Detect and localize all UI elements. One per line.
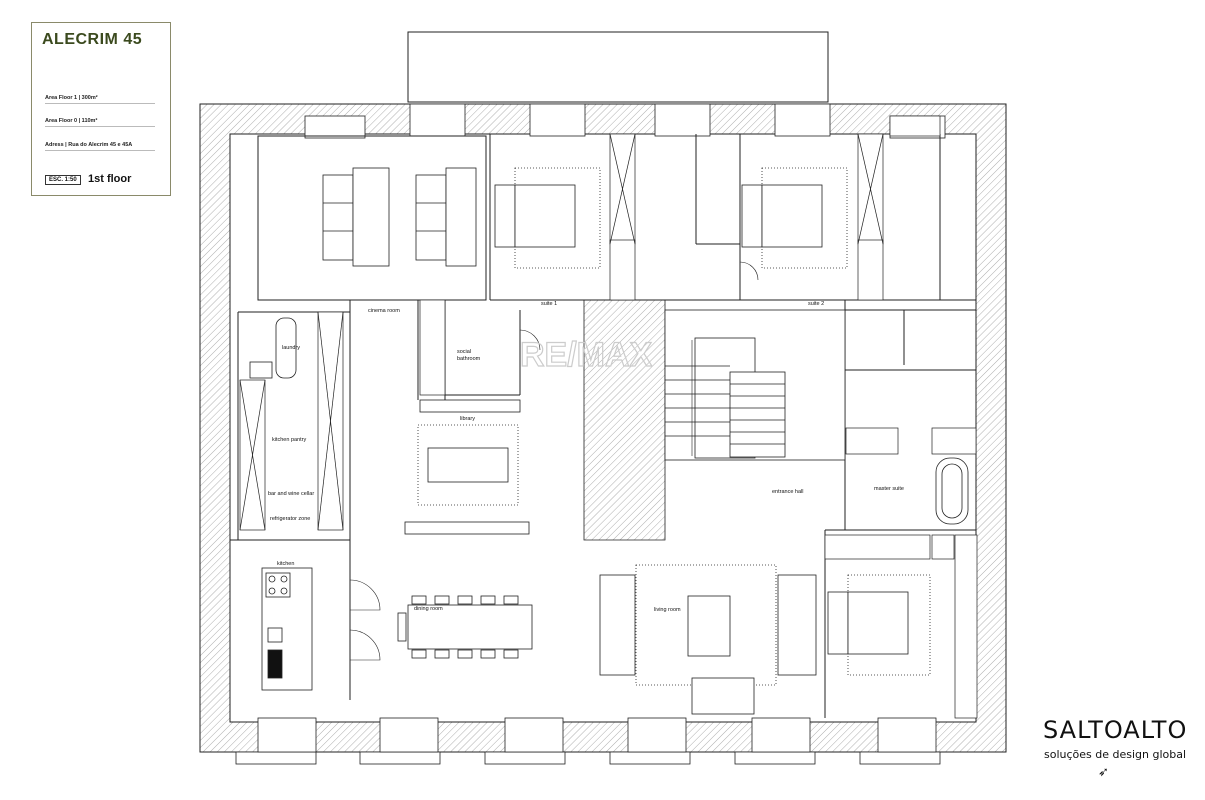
label-laundry: laundry — [282, 345, 300, 351]
library-furniture — [404, 399, 530, 535]
windows-bottom — [235, 751, 941, 765]
exterior-wall — [199, 103, 1007, 753]
floor-label: 1st floor — [88, 173, 132, 185]
watermark: RE/MAX — [520, 336, 653, 374]
label-cinema-room: cinema room — [368, 308, 400, 314]
label-bathroom: bathroom — [457, 356, 481, 362]
label-library: library — [460, 416, 475, 422]
label-entrance-hall: entrance hall — [772, 489, 804, 495]
scale-label: ESC. 1:50 — [45, 175, 81, 185]
window-niches-bottom — [257, 717, 937, 753]
laundry-fixtures — [249, 317, 297, 379]
stair-core — [583, 299, 846, 541]
living-room-furniture — [599, 564, 817, 715]
area-floor-1: Area Floor 1 | 300m² — [45, 95, 155, 104]
label-master-suite: master suite — [874, 486, 904, 492]
label-suite-1: suite 1 — [541, 301, 557, 307]
area-floor-0: Area Floor 0 | 110m² — [45, 118, 155, 127]
cabinets — [239, 115, 978, 719]
label-refrigerator-zone: refrigerator zone — [270, 516, 310, 522]
address: Adress | Rua do Alecrim 45 e 45A — [45, 142, 155, 151]
cinema-sofas — [322, 167, 477, 267]
top-annex — [407, 31, 829, 103]
brand-tagline: soluções de design global — [1044, 748, 1187, 761]
title-block: ALECRIM 45 Area Floor 1 | 300m² Area Flo… — [31, 22, 171, 196]
kitchen-island — [261, 567, 313, 691]
label-kitchen-pantry: kitchen pantry — [272, 437, 306, 443]
label-kitchen: kitchen — [277, 561, 294, 567]
label-suite-2: suite 2 — [808, 301, 824, 307]
fox-icon: ➶ — [1098, 764, 1109, 779]
dining-table — [397, 595, 533, 659]
label-dining-room: dining room — [414, 606, 443, 612]
project-name: ALECRIM 45 — [42, 31, 143, 48]
door-swings — [349, 261, 759, 661]
suite-beds — [494, 167, 931, 676]
label-social: social — [457, 349, 471, 355]
label-living-room: living room — [654, 607, 681, 613]
bathtub — [935, 457, 969, 525]
label-bar-wine-cellar: bar and wine cellar — [268, 491, 314, 497]
brand-name: SALTOALTO — [1043, 716, 1188, 744]
